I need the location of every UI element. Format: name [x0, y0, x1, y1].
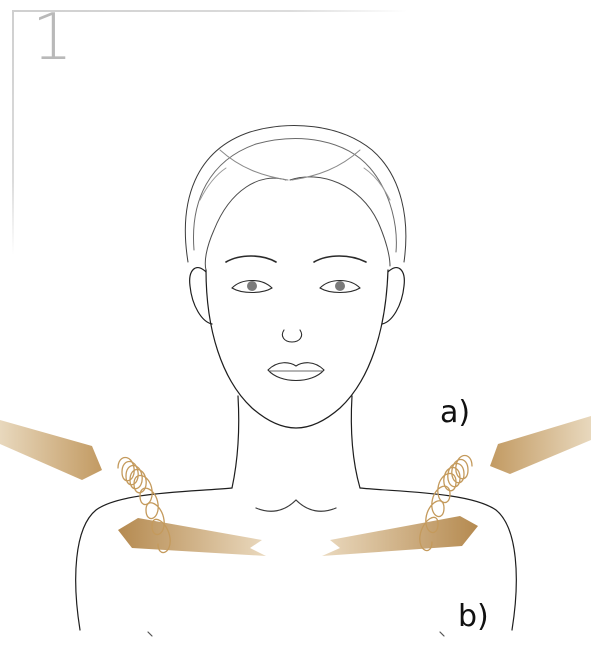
label-b: b): [458, 602, 489, 632]
face: [190, 268, 405, 428]
arrow-lower-left: [118, 518, 266, 556]
arrow-lower-right: [322, 516, 478, 556]
neck: [232, 396, 360, 488]
arrow-upper-right: [490, 416, 591, 474]
arrow-upper-left: [0, 420, 102, 480]
nose-lips: [268, 330, 324, 381]
label-a: a): [440, 398, 470, 428]
hair-strokes: [185, 126, 405, 270]
shoulders: [76, 488, 517, 636]
eyes: [226, 256, 366, 293]
